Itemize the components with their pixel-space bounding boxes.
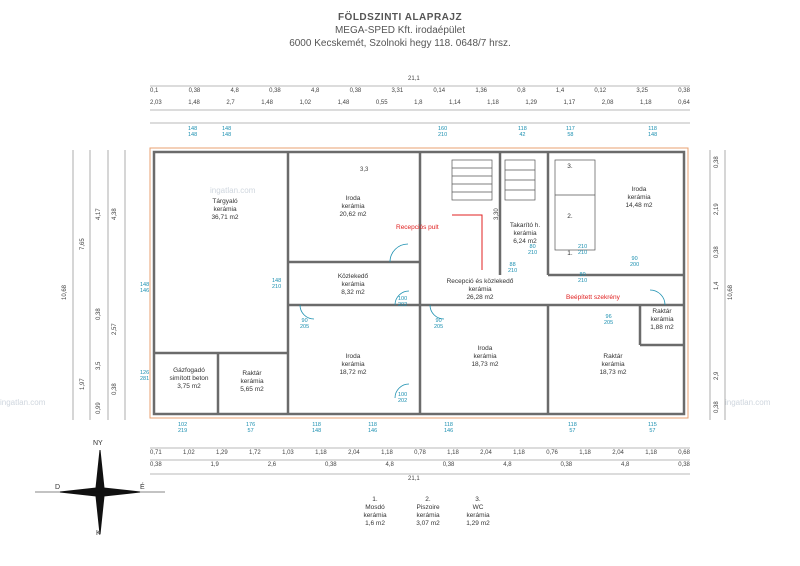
watermark-1: ingatlan.com (210, 186, 256, 195)
compass-s: K (96, 530, 101, 537)
building-walls (152, 150, 686, 416)
right-dim-3: 1,4 (714, 281, 720, 290)
reception-desk-label: Recepciós pult (396, 224, 439, 231)
door-swings (299, 243, 666, 399)
left-dim-6: 3,5 (96, 361, 102, 370)
stair-height: 3,30 (494, 208, 500, 220)
room-mark-1: 1. (567, 250, 573, 257)
left-dim-2: 4,38 (112, 208, 118, 220)
reception-desk (452, 214, 483, 270)
left-dim-8: 0,99 (96, 402, 102, 414)
dimension-lines (72, 85, 726, 475)
watermark-3: ingatlan.com (725, 398, 771, 407)
page-address: 6000 Kecskemét, Szolnoki hegy 118. 0648/… (289, 38, 511, 49)
compass-n: NY (93, 440, 103, 447)
left-dim-5: 2,57 (112, 323, 118, 335)
left-dim-3: 0,38 (96, 308, 102, 320)
top-total: 21,1 (408, 76, 420, 82)
compass-rose (35, 449, 165, 535)
compass-w: D (55, 484, 61, 491)
page-title: FÖLDSZINTI ALAPRAJZ (337, 12, 463, 23)
right-dim-2: 0,38 (714, 246, 720, 258)
left-dim-1: 4,17 (96, 208, 102, 220)
right-dim-1: 2,19 (714, 203, 720, 215)
built-in-closet-label: Beépített szekrény (566, 294, 620, 301)
bottom-total: 21,1 (408, 476, 420, 482)
building-outline (149, 147, 689, 419)
room-mark-3: 3. (567, 163, 573, 170)
room-mark-2: 2. (567, 213, 573, 220)
left-dim-4: 1,97 (80, 378, 86, 390)
stair-width: 3,3 (360, 167, 369, 173)
watermark-2: ingatlan.com (0, 398, 46, 407)
page-subtitle: MEGA-SPED Kft. irodaépület (334, 25, 466, 36)
right-dim-4: 2,9 (714, 371, 720, 380)
right-dim-5: 0,38 (714, 401, 720, 413)
right-total: 10,68 (728, 284, 734, 300)
left-dim-7: 0,38 (112, 383, 118, 395)
right-dim-0: 0,38 (714, 156, 720, 168)
stairs (451, 159, 596, 251)
compass-e: É (140, 484, 145, 491)
left-dim-0: 7,65 (80, 238, 86, 250)
left-total: 10,68 (62, 284, 68, 300)
